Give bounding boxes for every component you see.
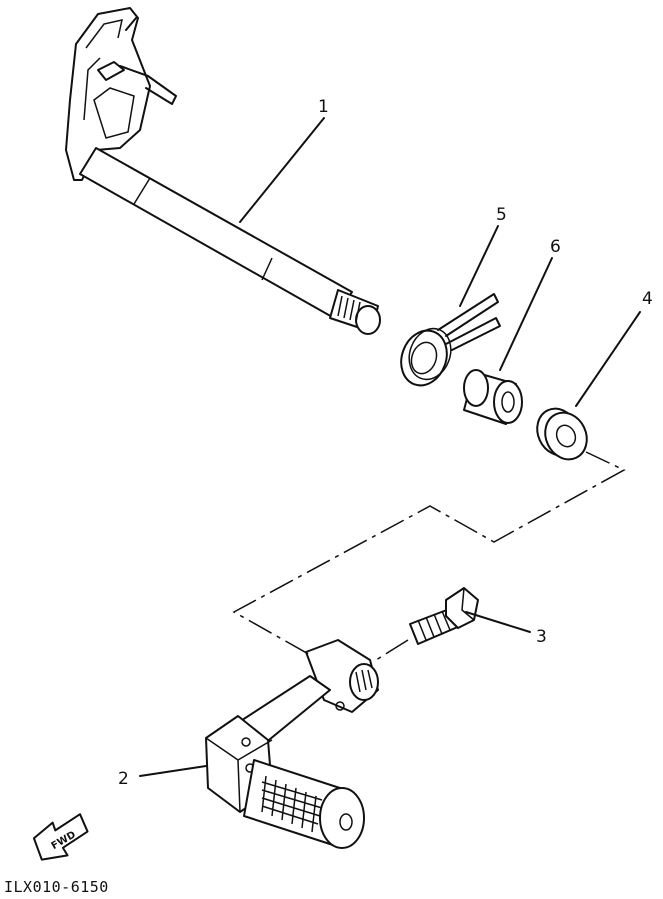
oil-seal-part-4 [536,407,588,461]
assembly-line-bolt-to-pedal [375,639,409,661]
assembly-line-seal-to-pedal [232,451,626,657]
callout-4: 4 [642,289,653,309]
drawing-code: ILX010-6150 [4,878,109,896]
torsion-spring-part-5 [400,293,501,387]
fwd-arrow-icon: FWD [32,813,89,861]
shift-pedal-part-2 [205,639,379,849]
callout-6: 6 [550,237,561,257]
leader-line-6 [499,257,553,371]
leader-line-5 [459,225,499,307]
shift-shaft-part-1 [65,7,381,335]
callout-3: 3 [536,627,547,647]
callout-5: 5 [496,205,507,225]
bolt-part-3 [409,587,479,645]
callout-2: 2 [118,769,129,789]
collar-part-6 [463,369,523,425]
leader-line-1 [239,117,325,223]
callout-1: 1 [318,97,329,117]
leader-line-2 [139,765,207,777]
leader-line-3 [465,611,531,633]
leader-line-4 [575,311,641,407]
